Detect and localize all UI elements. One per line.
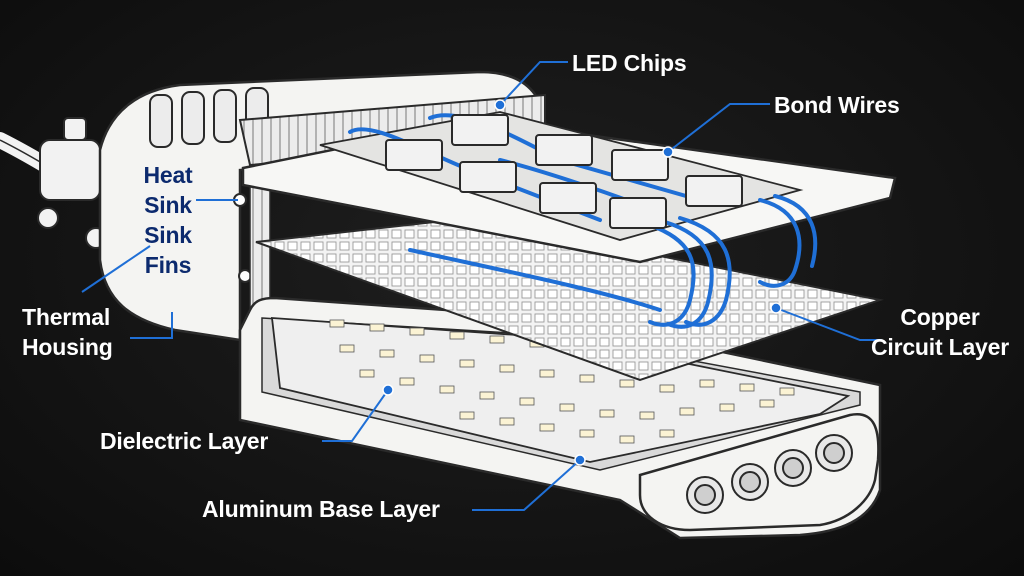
led-chip [535,134,593,166]
label-thermal-housing-line1: Thermal [22,304,111,330]
leader-lines [81,61,882,511]
led-chips [385,114,743,229]
label-heat-sink-fins-line4: Fins [144,252,192,278]
label-thermal-housing: Thermal Housing [22,302,113,362]
led-chip [609,197,667,229]
label-aluminum-base-layer: Aluminum Base Layer [202,496,440,522]
label-led-chips: LED Chips [572,50,687,76]
led-chip [385,139,443,171]
label-copper-circuit-layer-line1: Copper [900,304,980,330]
led-chip [539,182,597,214]
led-chip [611,149,669,181]
label-dielectric-layer: Dielectric Layer [100,428,269,454]
cable-connector [37,117,107,249]
led-chip [685,175,743,207]
label-thermal-housing-line2: Housing [22,334,113,360]
label-copper-circuit-layer-line2: Circuit Layer [870,334,1009,360]
copper-circuit-layer [255,216,884,382]
leader-dots [382,99,782,466]
label-bond-wires: Bond Wires [774,92,900,118]
label-heat-sink-fins-line1: Heat [143,162,193,188]
label-heat-sink-fins: Heat Sink Sink Fins [128,160,208,280]
label-heat-sink-fins-line2: Sink [144,192,192,218]
front-lens-block [638,412,880,532]
led-chip [451,114,509,146]
label-heat-sink-fins-line3: Sink [144,222,192,248]
label-copper-circuit-layer: Copper Circuit Layer [860,302,1020,362]
led-chip [459,161,517,193]
